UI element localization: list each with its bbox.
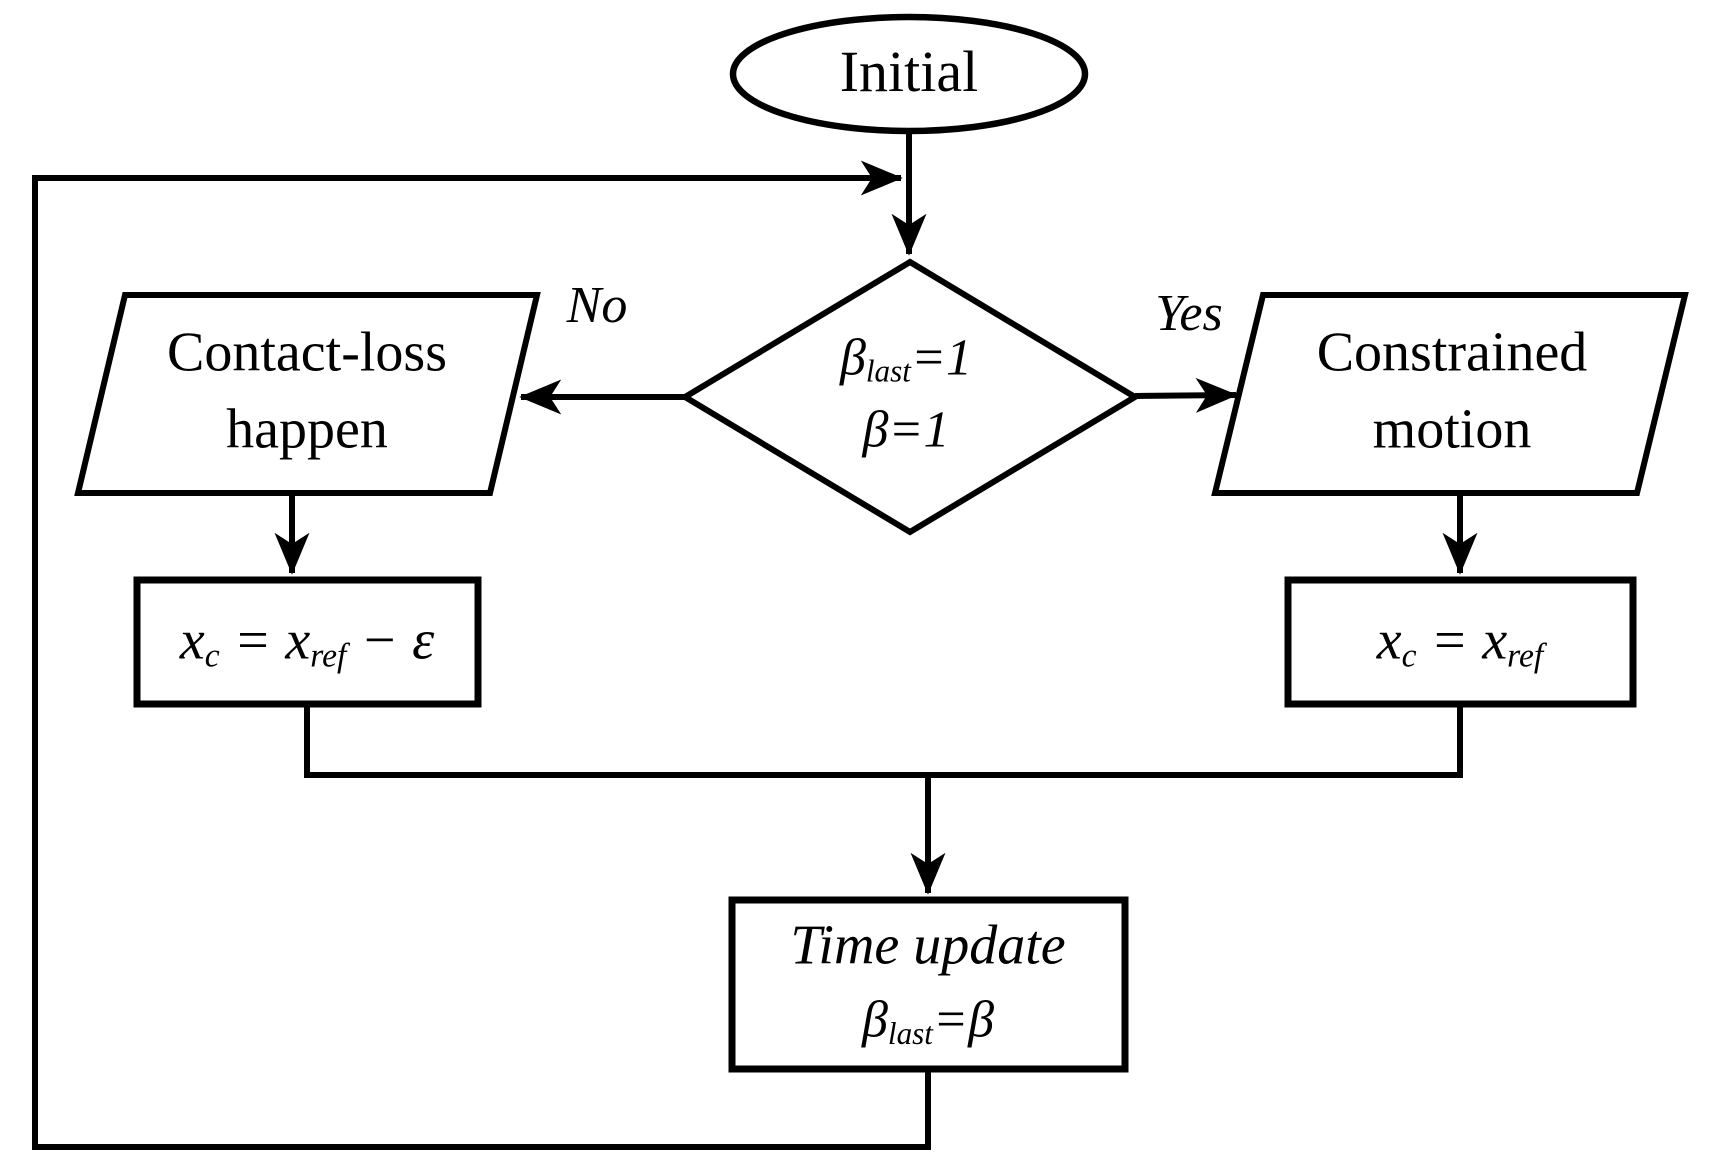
- var-xc-subscript: c: [1401, 637, 1417, 675]
- time-update-line2-value: =β: [932, 991, 994, 1049]
- decision-diamond: [679, 258, 1141, 536]
- equals-sign: =: [1416, 609, 1483, 672]
- decision-line2: β=1: [862, 401, 950, 458]
- beta-symbol: β: [862, 991, 888, 1049]
- var-xc: x: [1376, 609, 1402, 672]
- contact-loss-line1: Contact-loss: [167, 321, 447, 384]
- minus-epsilon-term: − ε: [346, 609, 435, 672]
- initial-label: Initial: [839, 38, 979, 104]
- decision-label: βlast=1 β=1: [840, 322, 972, 466]
- beta-subscript: last: [887, 1016, 933, 1052]
- initial-ellipse: [729, 13, 1089, 135]
- edge-loop-back: [32, 160, 931, 1150]
- var-xref: x: [285, 609, 311, 672]
- edge-yes-branch: [1134, 377, 1238, 413]
- constrained-motion-line1: Constrained: [1316, 321, 1588, 384]
- time-update-line2: βlast=β: [790, 985, 1065, 1057]
- beta-subscript: last: [865, 353, 911, 389]
- constrained-motion-line2: motion: [1372, 399, 1532, 461]
- constrained-motion-label: Constrained motion: [1317, 315, 1588, 470]
- decision-line1-value: =1: [910, 329, 973, 387]
- contact-loss-parallelogram: [74, 292, 541, 496]
- var-xref-subscript: ref: [310, 637, 347, 675]
- no-edge-label: No: [566, 277, 628, 335]
- time-update-rect: [728, 896, 1129, 1073]
- assign-right-label: xc = xref: [1377, 602, 1543, 679]
- assign-left-rect: [133, 576, 482, 708]
- edge-merge: [304, 700, 1463, 778]
- var-xc: x: [179, 609, 205, 672]
- beta-symbol: β: [839, 329, 866, 387]
- time-update-line1: Time update: [790, 914, 1066, 977]
- decision-line1: βlast=1: [840, 322, 972, 394]
- var-xref-subscript: ref: [1507, 637, 1544, 675]
- var-xref: x: [1482, 609, 1508, 672]
- assign-right-rect: [1284, 576, 1637, 708]
- contact-loss-line2: happen: [226, 399, 388, 461]
- contact-loss-label: Contact-loss happen: [167, 315, 447, 470]
- assign-left-label: xc = xref − ε: [180, 602, 434, 679]
- var-xc-subscript: c: [204, 637, 220, 675]
- constrained-motion-parallelogram: [1211, 292, 1689, 496]
- time-update-label: Time update βlast=β: [790, 907, 1065, 1056]
- equals-sign: =: [219, 609, 286, 672]
- yes-edge-label: Yes: [1155, 285, 1223, 343]
